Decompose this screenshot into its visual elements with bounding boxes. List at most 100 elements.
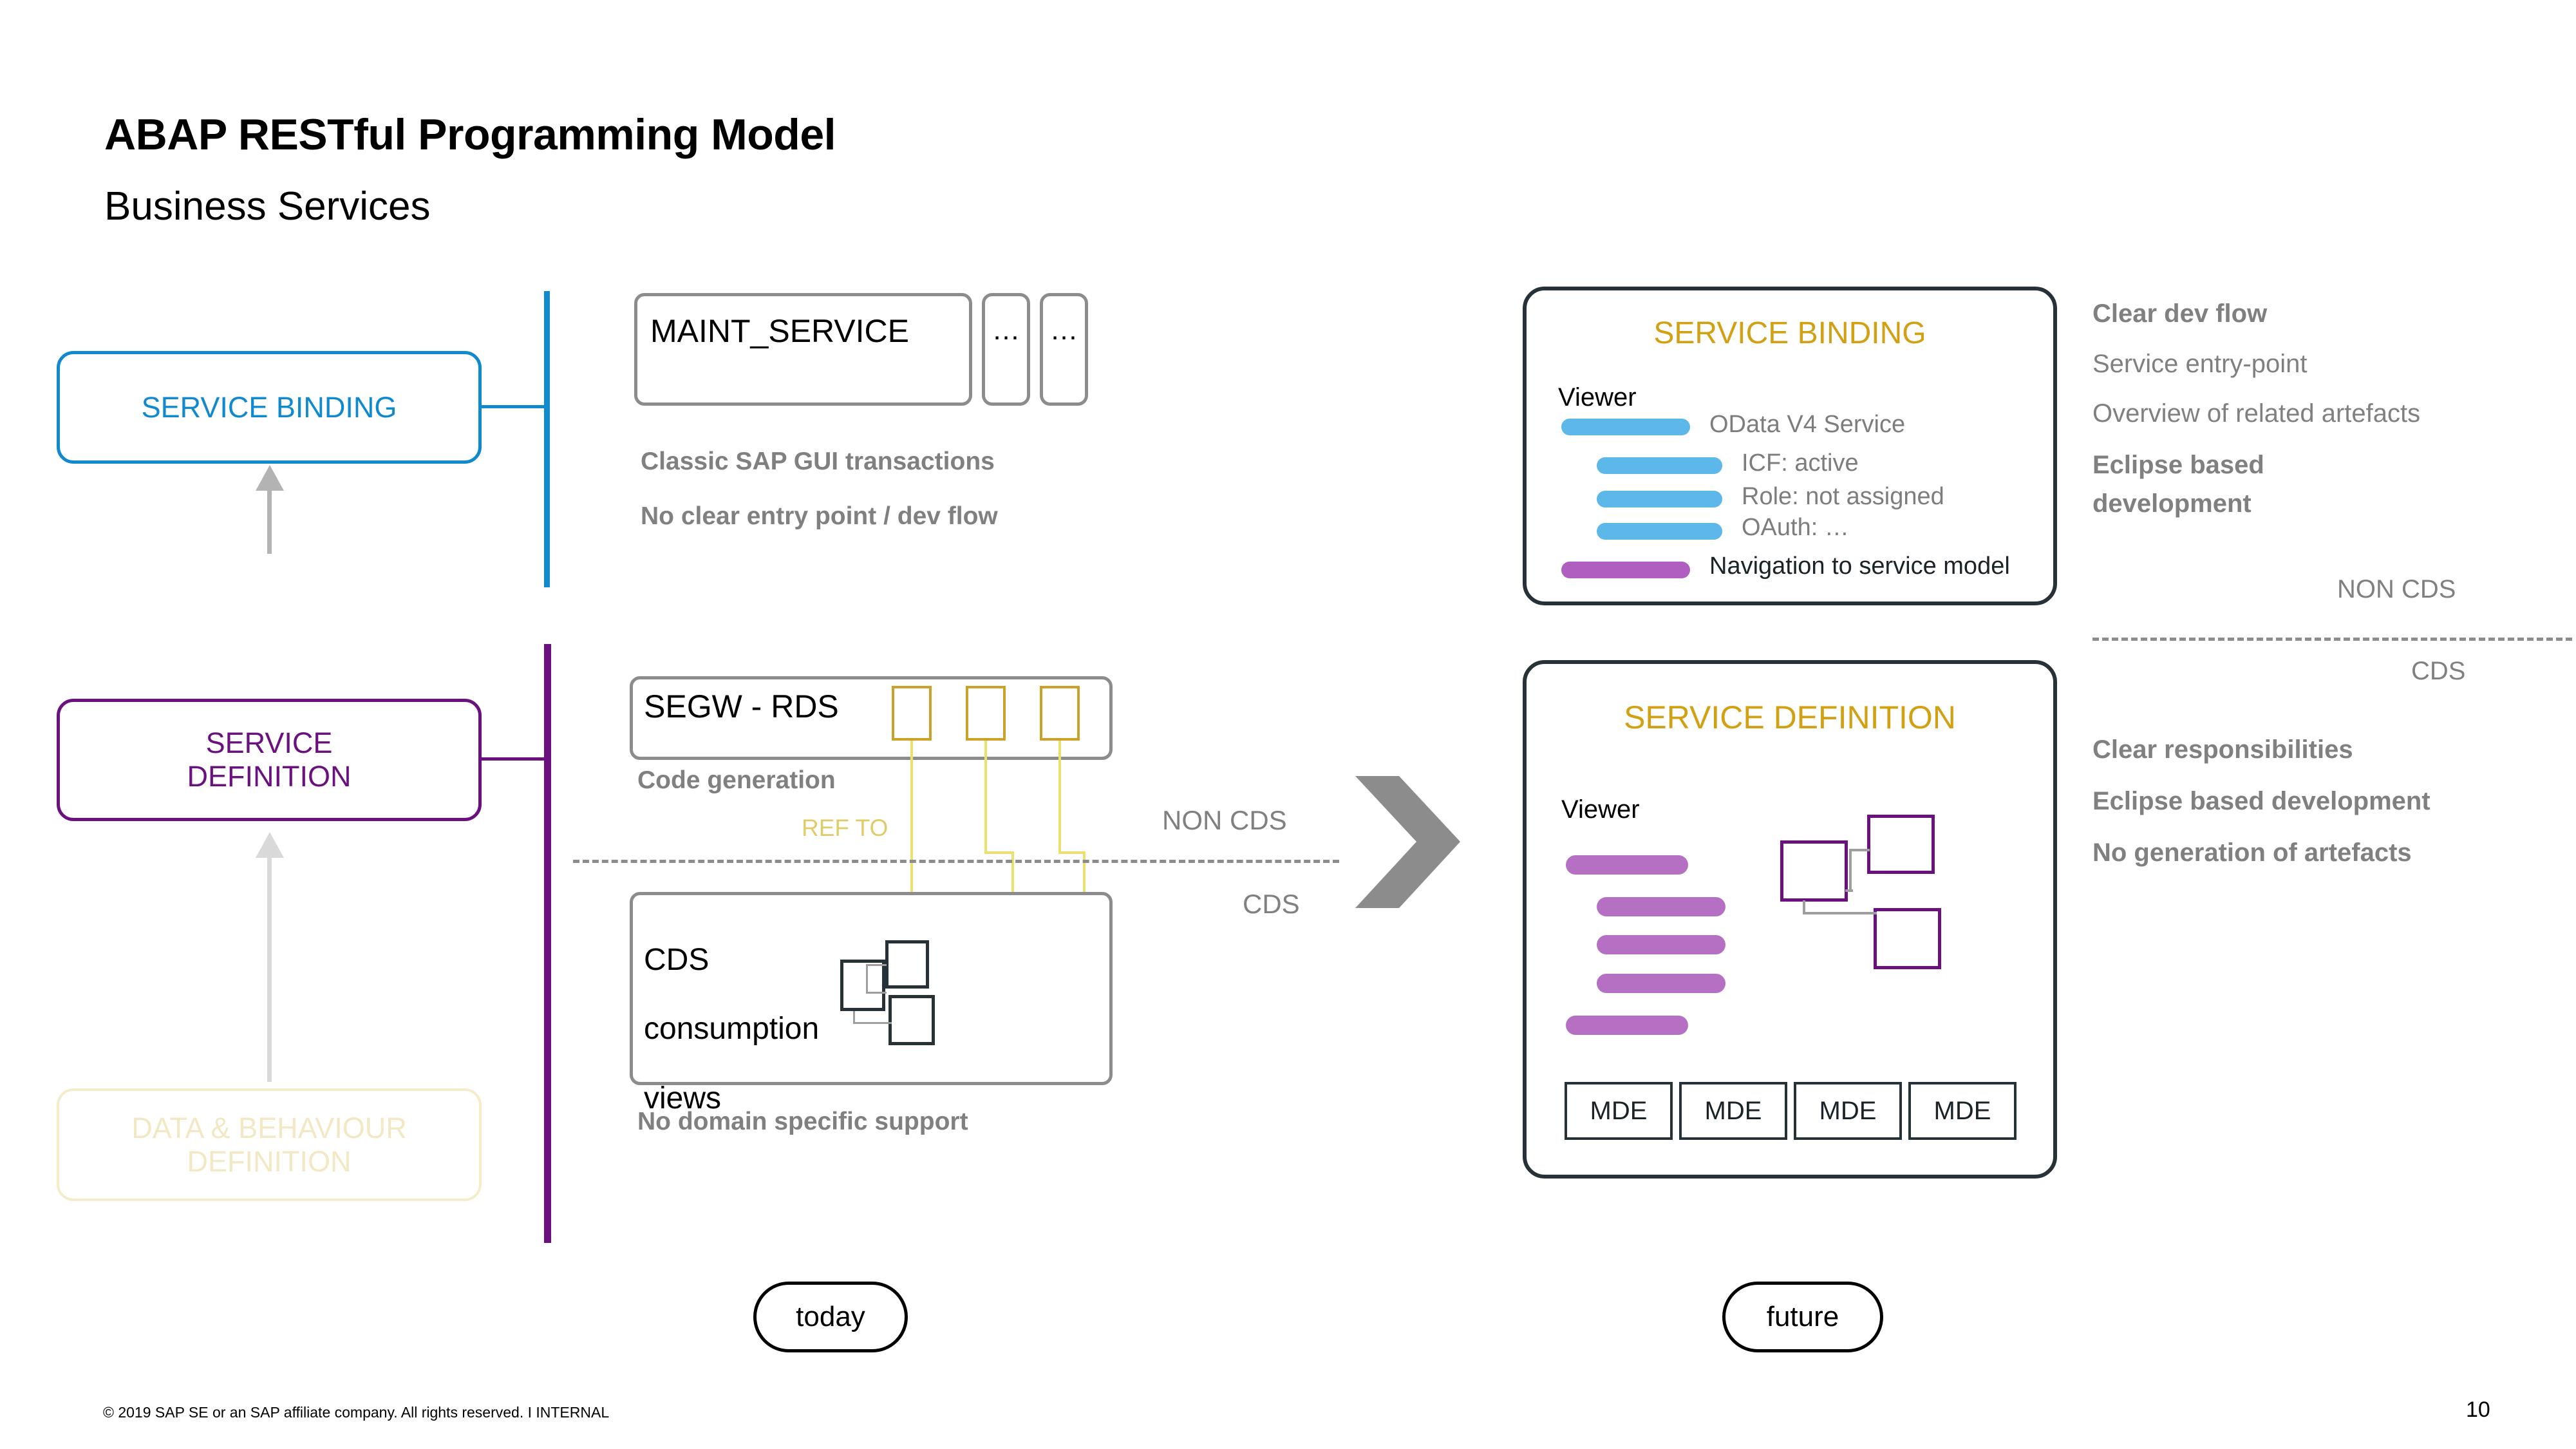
pill-today[interactable]: today: [753, 1282, 908, 1352]
cds-label-line2: consumption: [644, 1012, 820, 1046]
mde-box-1[interactable]: MDE: [1565, 1082, 1673, 1140]
mde-box-3[interactable]: MDE: [1794, 1082, 1902, 1140]
stage-service-definition-line2: DEFINITION: [187, 760, 352, 793]
page-subtitle: Business Services: [104, 184, 431, 229]
definition-node-link-2-v: [1803, 900, 1805, 914]
segw-rds-box[interactable]: [630, 676, 1113, 760]
annotation-eclipse-based-development: Eclipse based development: [2092, 787, 2430, 815]
note-no-clear-entry-point: No clear entry point / dev flow: [641, 502, 998, 530]
ref-line-3-vertical-upper: [1058, 741, 1061, 854]
page-title: ABAP RESTful Programming Model: [104, 110, 836, 159]
binding-row-label-4: OAuth: …: [1742, 514, 1849, 541]
maint-service-box[interactable]: [634, 293, 972, 406]
annotation-clear-responsibilities: Clear responsibilities: [2092, 735, 2353, 764]
note-code-generation: Code generation: [637, 766, 836, 794]
label-cds-today: CDS: [1243, 889, 1300, 919]
label-cds-future: CDS: [2411, 657, 2466, 685]
ellipsis-box-2[interactable]: …: [1040, 293, 1088, 406]
definition-bar-2: [1597, 897, 1725, 916]
stage-data-behaviour-definition[interactable]: DATA & BEHAVIOUR DEFINITION: [57, 1088, 482, 1201]
page-number: 10: [2466, 1397, 2490, 1422]
cds-node-link-1-v: [866, 964, 868, 994]
rail-blue-vertical: [544, 291, 550, 587]
service-definition-card-title: SERVICE DEFINITION: [1624, 699, 1956, 735]
ref-line-2-vertical-upper: [984, 741, 987, 854]
definition-node-link-1-h: [1849, 849, 1870, 851]
stage-data-behaviour-label: DATA & BEHAVIOUR DEFINITION: [131, 1112, 407, 1179]
ellipsis-label-1: …: [992, 314, 1020, 346]
stage-data-behaviour-line2: DEFINITION: [187, 1144, 352, 1178]
annotation-development: development: [2092, 489, 2252, 518]
annotation-service-entry-point: Service entry-point: [2092, 350, 2308, 378]
service-binding-viewer-label: Viewer: [1558, 383, 1637, 412]
generated-artefact-box-1[interactable]: [892, 686, 932, 741]
definition-bar-1: [1566, 855, 1688, 875]
ref-line-1-vertical: [910, 741, 913, 1008]
stage-service-definition-line1: SERVICE: [205, 726, 333, 760]
binding-bar-2: [1597, 457, 1722, 474]
binding-bar-3: [1597, 491, 1722, 507]
connector-purple: [482, 757, 546, 761]
definition-bar-4: [1597, 974, 1725, 993]
definition-node-link-2-h: [1803, 912, 1877, 914]
definition-bar-5: [1566, 1016, 1688, 1035]
mde-box-2[interactable]: MDE: [1679, 1082, 1787, 1140]
stage-data-behaviour-line1: DATA & BEHAVIOUR: [131, 1111, 407, 1144]
divider-cds-today: [573, 860, 1339, 863]
arrow-up-icon-definition: [256, 832, 284, 858]
ellipsis-box-1[interactable]: …: [982, 293, 1030, 406]
cds-view-node-3[interactable]: [888, 995, 935, 1045]
arrow-up-shaft-binding: [267, 489, 272, 554]
service-binding-card-title: SERVICE BINDING: [1653, 316, 1926, 350]
definition-node-link-1-v: [1849, 849, 1852, 891]
connector-blue: [482, 405, 546, 408]
cds-view-node-2[interactable]: [840, 960, 885, 1011]
definition-node-1[interactable]: [1867, 815, 1935, 874]
pill-future-label: future: [1766, 1301, 1839, 1332]
annotation-no-generation-artefacts: No generation of artefacts: [2092, 838, 2412, 867]
ellipsis-label-2: …: [1049, 314, 1078, 346]
cds-node-link-1-h: [866, 964, 887, 966]
transition-chevron-icon: [1355, 776, 1460, 908]
arrow-up-icon-binding: [256, 465, 284, 491]
generated-artefact-box-2[interactable]: [966, 686, 1006, 741]
mde-label-4: MDE: [1933, 1096, 1991, 1125]
stage-service-binding-label: SERVICE BINDING: [141, 390, 397, 424]
stage-service-definition-label: SERVICE DEFINITION: [187, 726, 352, 793]
rail-purple-vertical: [544, 644, 551, 1243]
annotation-clear-dev-flow: Clear dev flow: [2092, 299, 2268, 328]
ref-to-label: REF TO: [802, 815, 888, 841]
stage-service-binding[interactable]: SERVICE BINDING: [57, 351, 482, 464]
binding-bar-1: [1561, 419, 1690, 435]
mde-label-2: MDE: [1704, 1096, 1762, 1125]
maint-service-label: MAINT_SERVICE: [650, 313, 909, 349]
stage-service-definition[interactable]: SERVICE DEFINITION: [57, 699, 482, 821]
definition-bar-3: [1597, 935, 1725, 954]
cds-label-line3: views: [644, 1081, 722, 1115]
arrow-up-shaft-definition: [267, 857, 272, 1082]
binding-row-label-2: ICF: active: [1742, 450, 1859, 477]
definition-node-link-1-h2: [1845, 889, 1853, 892]
pill-future[interactable]: future: [1722, 1282, 1883, 1352]
annotation-overview-artefacts: Overview of related artefacts: [2092, 399, 2421, 428]
binding-row-label-1: OData V4 Service: [1709, 411, 1906, 438]
generated-artefact-box-3[interactable]: [1040, 686, 1080, 741]
binding-row-label-5: Navigation to service model: [1709, 553, 2010, 580]
cds-node-link-1-h2: [866, 992, 887, 994]
definition-node-3[interactable]: [1874, 908, 1941, 969]
ref-line-3-horizontal: [1058, 851, 1086, 854]
cds-label-line1: CDS: [644, 942, 710, 977]
divider-cds-future: [2092, 638, 2572, 641]
cds-view-node-1[interactable]: [885, 940, 929, 989]
service-definition-viewer-label: Viewer: [1561, 795, 1640, 824]
pill-today-label: today: [796, 1301, 865, 1332]
label-non-cds-today: NON CDS: [1162, 805, 1287, 835]
ref-line-2-horizontal: [984, 851, 1014, 854]
mde-box-4[interactable]: MDE: [1908, 1082, 2017, 1140]
mde-label-1: MDE: [1590, 1096, 1648, 1125]
binding-bar-5: [1561, 562, 1690, 578]
service-binding-card[interactable]: [1523, 287, 2057, 605]
cds-node-link-2-v: [853, 1011, 855, 1024]
definition-node-2[interactable]: [1780, 840, 1848, 902]
cds-node-link-2-h: [853, 1022, 892, 1024]
